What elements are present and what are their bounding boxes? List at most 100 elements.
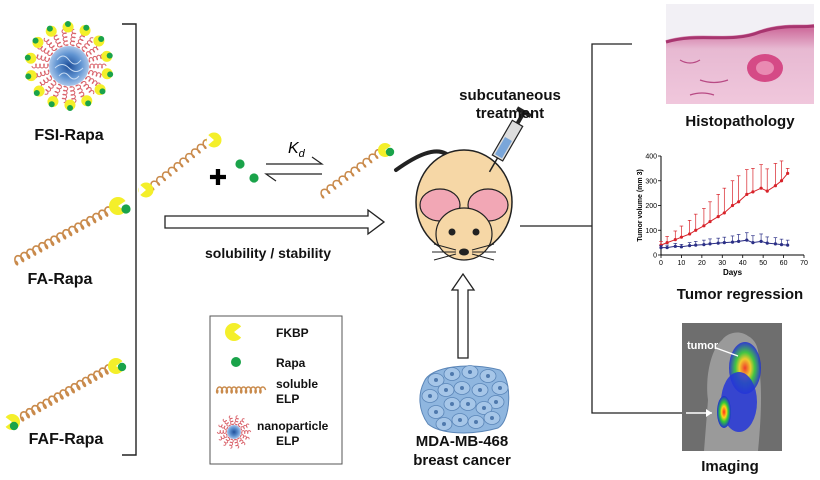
data-point	[751, 190, 755, 194]
series-0	[659, 160, 790, 247]
legend-nanoparticle-label: nanoparticle	[257, 419, 329, 433]
y-tick-label: 400	[645, 154, 657, 161]
kd-label: Kd	[288, 140, 306, 160]
histopathology-label: Histopathology	[685, 113, 795, 130]
constructs-bracket	[122, 23, 137, 456]
rapa-icon	[9, 421, 19, 431]
cell-line-label: MDA-MB-468	[416, 433, 509, 450]
data-point	[737, 239, 741, 243]
data-point	[716, 241, 720, 245]
treatment-line1: subcutaneous	[459, 87, 561, 104]
outcomes-bracket	[591, 43, 682, 414]
equilibrium-reaction: ✚ Kd	[138, 132, 395, 199]
legend-rapa-label: Rapa	[276, 356, 306, 370]
reverse-arrow	[264, 173, 322, 182]
cell-type-label: breast cancer	[413, 452, 511, 469]
y-axis-label: Tumor volume (mm 3)	[637, 169, 644, 242]
mouse-eye-left	[448, 228, 456, 236]
x-tick-label: 20	[698, 260, 706, 267]
legend-elp-label: ELP	[276, 434, 299, 448]
data-point	[688, 232, 692, 236]
data-point	[765, 189, 769, 193]
tumor-signal	[717, 396, 731, 428]
micelle-fkbp-ring	[24, 21, 114, 111]
imaging-label: Imaging	[701, 458, 759, 475]
data-point	[665, 241, 669, 245]
data-point	[765, 241, 769, 245]
x-axis-label: Days	[723, 268, 743, 277]
fkbp-icon	[138, 182, 154, 198]
fkbp-icon	[206, 132, 222, 148]
x-tick-label: 60	[780, 260, 788, 267]
faf-rapa-label: FAF-Rapa	[29, 431, 104, 448]
data-point	[694, 243, 698, 247]
mouse-illustration	[394, 149, 513, 261]
soluble-elp-chain	[320, 148, 382, 199]
rapa-icon	[235, 159, 245, 169]
y-tick-label: 100	[645, 228, 657, 235]
data-point	[773, 242, 778, 246]
histopathology-image	[665, 4, 815, 104]
mouse-eye-right	[472, 228, 480, 236]
treatment-line2: treatment	[476, 105, 544, 122]
x-tick-label: 10	[678, 260, 686, 267]
fkbp-icon	[225, 323, 243, 341]
series-1	[659, 232, 790, 250]
rapa-icon	[385, 147, 395, 157]
nanoparticle-elp-icon	[216, 415, 252, 449]
mouse-head	[435, 207, 493, 261]
data-point	[759, 186, 763, 190]
rapa-icon	[231, 357, 241, 367]
legend-elp-label: ELP	[276, 392, 299, 406]
data-point	[673, 238, 677, 242]
data-point	[786, 171, 790, 175]
imaging-tumor-label: tumor	[687, 340, 719, 352]
x-tick-label: 50	[759, 260, 767, 267]
legend-soluble-label: soluble	[276, 377, 318, 391]
data-point	[779, 243, 784, 247]
data-point	[688, 243, 692, 248]
fa-rapa-label: FA-Rapa	[28, 271, 93, 288]
y-tick-label: 0	[653, 253, 657, 260]
x-tick-label: 30	[718, 260, 726, 267]
data-point	[665, 245, 669, 250]
data-point	[679, 245, 684, 249]
tumor-arrow	[706, 409, 712, 417]
data-point	[759, 239, 763, 243]
elp-corona	[31, 28, 107, 104]
data-point	[716, 215, 720, 219]
imaging-panel: tumor	[682, 323, 782, 451]
data-point	[779, 179, 784, 183]
soluble-elp-chain	[14, 206, 113, 266]
rapa-icon	[117, 362, 127, 372]
soluble-elp-icon	[215, 386, 267, 394]
rapa-icon	[121, 204, 131, 214]
x-tick-label: 40	[739, 260, 747, 267]
soluble-elp-chain	[150, 139, 210, 191]
x-tick-label: 70	[800, 260, 808, 267]
data-point	[737, 200, 741, 204]
x-tick-label: 0	[659, 260, 663, 267]
plus-sign: ✚	[209, 165, 227, 190]
data-point	[786, 243, 790, 247]
y-tick-label: 200	[645, 203, 657, 210]
data-point	[745, 238, 749, 242]
data-point	[730, 240, 735, 244]
cells-to-mouse-arrow	[450, 272, 476, 359]
data-point	[773, 184, 778, 188]
y-tick-label: 300	[645, 178, 657, 185]
legend-fkbp-label: FKBP	[276, 326, 309, 340]
mouse-whiskers	[432, 243, 496, 261]
fsi-rapa-nanoparticle	[24, 21, 114, 111]
rapa-icon	[249, 173, 259, 183]
data-point	[679, 235, 684, 239]
soluble-elp-chain	[19, 364, 113, 422]
fsi-rapa-label: FSI-Rapa	[34, 127, 103, 144]
data-point	[673, 244, 677, 248]
data-point	[730, 203, 735, 208]
data-point	[745, 192, 749, 196]
cancer-cells-cluster	[419, 365, 510, 434]
